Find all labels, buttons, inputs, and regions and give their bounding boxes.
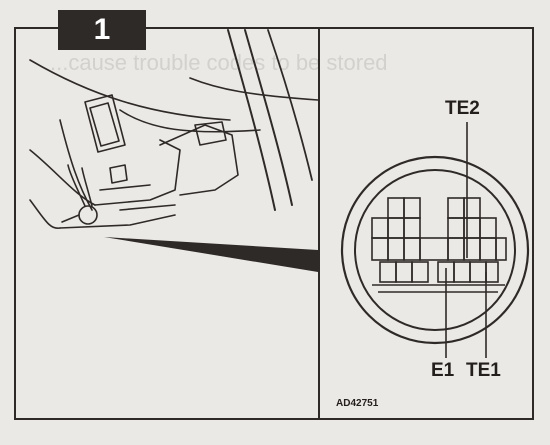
figure-code: AD42751 (336, 398, 379, 409)
leader-lines (445, 122, 487, 358)
pointer-wedge (104, 237, 318, 272)
label-e1: E1 (431, 360, 455, 381)
label-te1: TE1 (466, 360, 501, 381)
panel-divider (318, 27, 320, 420)
diagram-frame (14, 27, 534, 420)
connector-grid (371, 197, 507, 293)
bleed-through-text: ...cause trouble codes to be stored (50, 50, 388, 75)
label-te2: TE2 (445, 98, 480, 119)
step-number-badge: 1 (58, 10, 146, 50)
zoom-circle (340, 155, 530, 345)
dashboard-illustration (29, 29, 319, 229)
